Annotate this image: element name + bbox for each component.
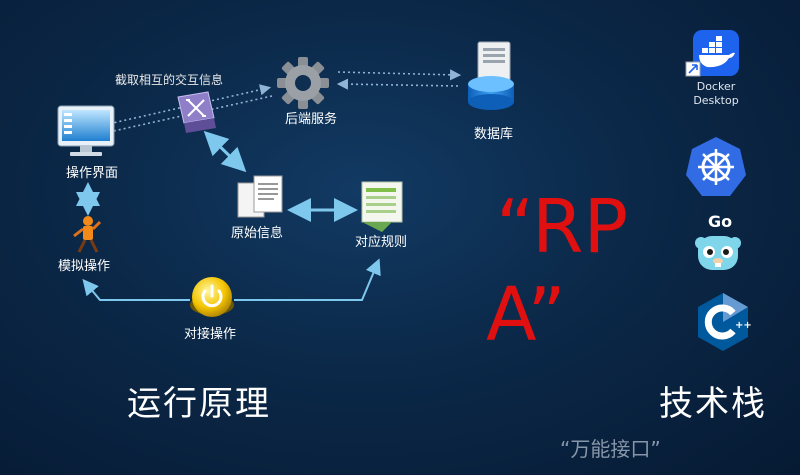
dotted-link-backend-db xyxy=(336,69,462,90)
kubernetes-icon xyxy=(686,137,746,196)
docker-label-line2: Desktop xyxy=(693,94,739,107)
tech-stack-title: 技术栈 xyxy=(659,384,767,424)
node-label-backend: 后端服务 xyxy=(285,112,338,127)
docker-label-line1: Docker xyxy=(696,80,736,93)
rpa-line1: “RP xyxy=(496,184,629,270)
arrow-docking-to-sim xyxy=(82,278,190,301)
left-title: 运行原理 xyxy=(127,384,271,424)
node-label-docking: 对接操作 xyxy=(184,327,237,342)
docker-label: Docker Desktop xyxy=(686,80,746,108)
node-label-ui: 操作界面 xyxy=(66,166,119,181)
go-label: Go xyxy=(708,212,733,231)
universal-interface-subtitle: “万能接口” xyxy=(560,437,661,461)
gear-icon xyxy=(277,57,329,109)
power-button-icon xyxy=(190,277,234,317)
svg-text:++: ++ xyxy=(735,320,752,331)
node-label-db: 数据库 xyxy=(474,127,514,142)
node-label-rules: 对应规则 xyxy=(355,235,408,250)
robot-figure-icon xyxy=(73,216,102,253)
cplusplus-icon: ++ xyxy=(698,293,752,351)
arrow-docking-to-rules xyxy=(234,258,381,301)
docker-icon xyxy=(685,30,739,77)
monitor-icon xyxy=(57,105,115,156)
gopher-icon xyxy=(695,236,741,270)
documents-icon xyxy=(237,175,283,218)
dotted-link-ui-backend xyxy=(94,84,273,138)
node-label-sim: 模拟操作 xyxy=(58,259,111,274)
network-switch-icon xyxy=(177,91,216,133)
database-server-icon xyxy=(468,41,514,110)
rpa-line2: A” xyxy=(486,272,566,358)
spreadsheet-icon xyxy=(361,181,403,232)
node-label-raw: 原始信息 xyxy=(231,226,284,241)
arrow-switch-raw xyxy=(203,130,247,173)
interaction-note: 截取相互的交互信息 xyxy=(115,73,224,87)
